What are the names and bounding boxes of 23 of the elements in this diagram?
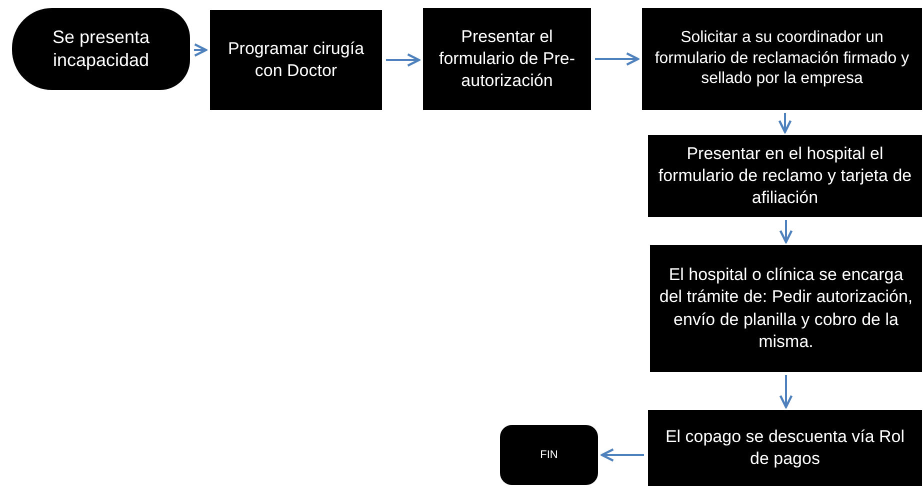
arrow — [600, 448, 644, 462]
node-text: Presentar el formulario de Pre-autorización — [438, 26, 576, 92]
arrow — [779, 220, 793, 244]
process-box — [210, 10, 382, 110]
node-text: Se presenta incapacidad — [51, 26, 151, 72]
arrow — [386, 53, 420, 67]
process-box — [650, 245, 922, 372]
process-box — [648, 410, 922, 486]
arrow — [194, 43, 208, 57]
end-terminal — [500, 425, 598, 485]
node-text: Solicitar a su coordinador un formulario de reclamación firmado y sellado por la empresa — [654, 28, 910, 90]
node-text: Presentar en el hospital el formulario de reclamo y tarjeta de afiliación — [657, 142, 913, 210]
process-box — [648, 135, 922, 217]
arrow — [779, 375, 793, 408]
node-text: El copago se descuenta vía Rol de pagos — [664, 426, 906, 470]
node-text: Programar cirugía con Doctor — [226, 38, 366, 82]
start-terminal — [12, 8, 190, 90]
arrow — [778, 113, 792, 134]
process-box — [423, 8, 591, 110]
arrow — [595, 52, 640, 66]
node-text: FIN — [540, 448, 558, 462]
process-box — [642, 8, 922, 110]
node-text: El hospital o clínica se encarga del trámite de: Pedir autorización, envío de planilla y cobro de la misma. — [658, 264, 914, 353]
